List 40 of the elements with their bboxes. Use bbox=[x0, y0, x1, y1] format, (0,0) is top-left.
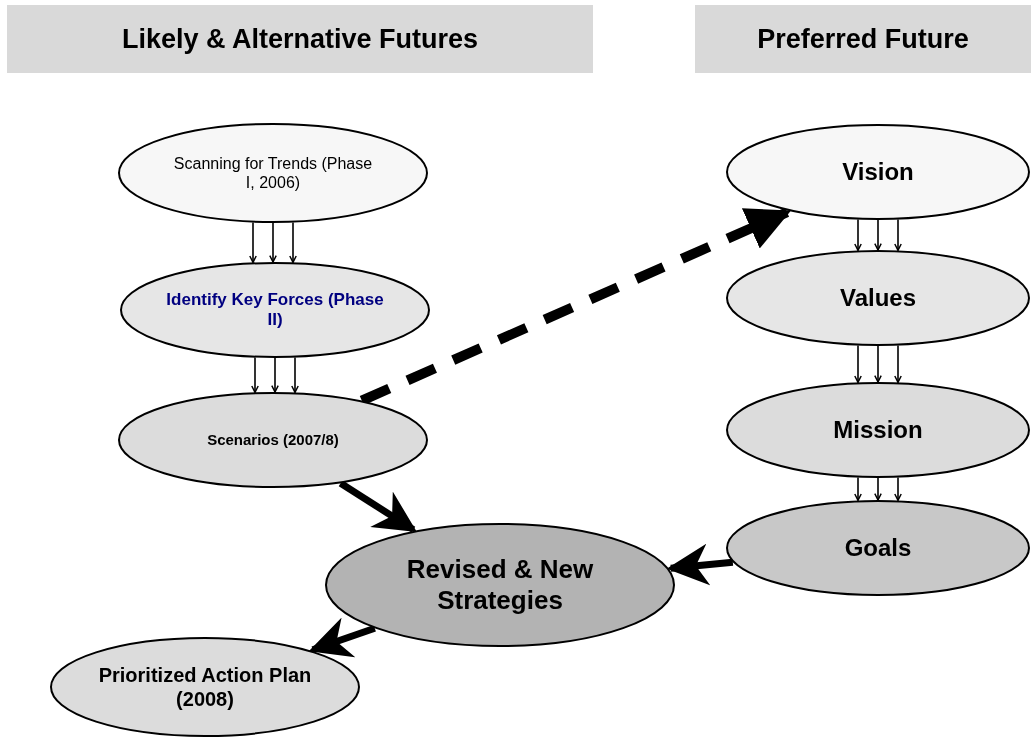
node-label: Revised & New Strategies bbox=[405, 553, 595, 617]
ellipse-node bbox=[120, 262, 430, 358]
arrow bbox=[289, 221, 297, 264]
arrow bbox=[666, 543, 734, 586]
arrow bbox=[874, 345, 882, 383]
node-label: Identify Key Forces (Phase II) bbox=[165, 289, 385, 331]
node-label: Values bbox=[839, 283, 917, 313]
node-label: Prioritized Action Plan (2008) bbox=[97, 663, 313, 711]
ellipse-node bbox=[118, 123, 428, 223]
ellipse-node bbox=[726, 500, 1030, 596]
ellipse-node bbox=[726, 250, 1030, 346]
arrow bbox=[854, 218, 862, 252]
arrow bbox=[874, 219, 882, 251]
header-band bbox=[695, 5, 1031, 73]
arrow bbox=[271, 357, 279, 393]
node-label: Vision bbox=[842, 157, 914, 187]
arrow bbox=[338, 480, 417, 533]
arrow bbox=[894, 344, 902, 384]
arrow bbox=[249, 221, 257, 264]
arrow bbox=[894, 476, 902, 502]
node-label: Scenarios (2007/8) bbox=[207, 431, 339, 449]
node-label: Scanning for Trends (Phase I, 2006) bbox=[173, 153, 373, 193]
ellipse-node bbox=[325, 523, 675, 647]
ellipse-node bbox=[118, 392, 428, 488]
node-label: Mission bbox=[833, 415, 923, 445]
arrow bbox=[291, 356, 299, 394]
ellipse-node bbox=[726, 382, 1030, 478]
arrow bbox=[269, 222, 277, 263]
node-label: Goals bbox=[844, 533, 912, 563]
arrow bbox=[308, 617, 376, 658]
arrow bbox=[874, 477, 882, 501]
header-title: Likely & Alternative Futures bbox=[121, 23, 479, 55]
arrow bbox=[854, 344, 862, 384]
arrow bbox=[854, 476, 862, 502]
ellipse-node bbox=[50, 637, 360, 737]
arrow bbox=[894, 218, 902, 252]
ellipse-node bbox=[726, 124, 1030, 220]
arrow bbox=[251, 356, 259, 394]
header-title: Preferred Future bbox=[757, 23, 969, 55]
header-band bbox=[7, 5, 593, 73]
